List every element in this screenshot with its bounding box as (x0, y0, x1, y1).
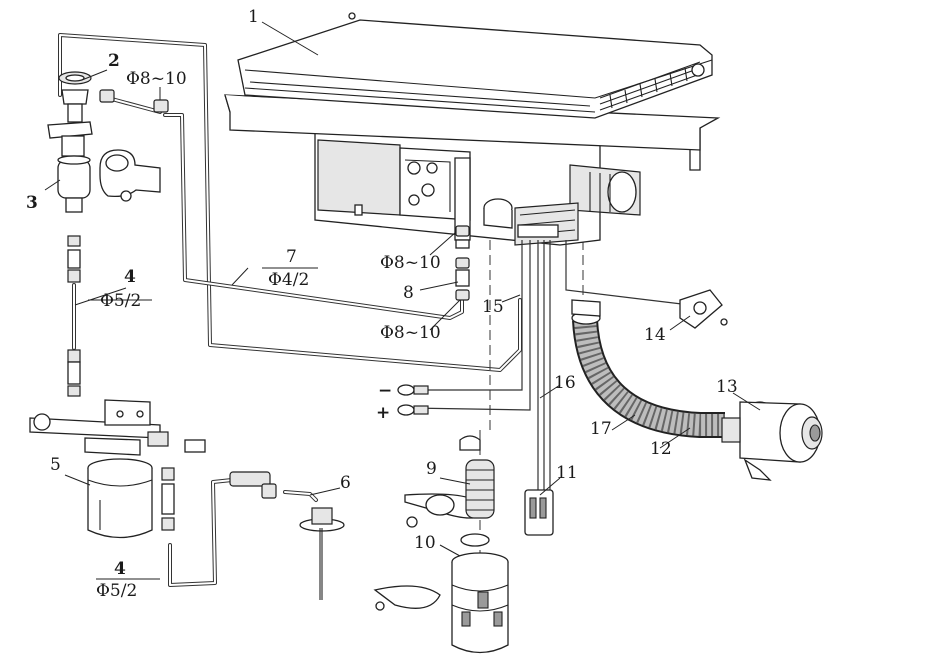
label-11: 11 (556, 463, 578, 483)
label-2-size: Φ8~10 (126, 69, 187, 89)
connector-plug (524, 489, 554, 536)
fuel-line-phi4 (163, 113, 464, 320)
label-10: 10 (414, 533, 436, 553)
label-12: 12 (650, 439, 672, 459)
label-plus: + (376, 403, 390, 423)
label-14: 14 (644, 325, 666, 345)
lower-clamp (373, 585, 441, 611)
label-9: 9 (426, 459, 437, 479)
label-2: 2 (108, 51, 120, 71)
label-8: 8 (403, 283, 414, 303)
label-3: 3 (26, 193, 38, 213)
fuel-line-long (58, 33, 522, 372)
label-4-upper: 4 (124, 267, 136, 287)
exhaust-hose (571, 299, 725, 438)
label-17: 17 (590, 419, 612, 439)
silencer (721, 401, 823, 481)
intake-clamps (404, 435, 495, 547)
label-4-lower-size: Φ5/2 (96, 581, 137, 601)
label-16: 16 (554, 373, 576, 393)
heater-unit (224, 12, 721, 246)
label-5: 5 (50, 455, 61, 475)
line-4-lower-fittings (161, 467, 277, 531)
label-15: 15 (482, 297, 504, 317)
vent-slots (599, 61, 701, 111)
part-labels: 1 2 Φ8~10 3 4 Φ5/2 5 4 Φ5/2 6 7 Φ4/2 Φ8~… (26, 7, 738, 601)
label-4-upper-size: Φ5/2 (100, 291, 141, 311)
label-6: 6 (340, 473, 351, 493)
label-8-size-bottom: Φ8~10 (380, 323, 441, 343)
label-13: 13 (716, 377, 738, 397)
label-8-size-top: Φ8~10 (380, 253, 441, 273)
sensor-bracket (679, 289, 728, 329)
fitting-clamps-8 (455, 225, 470, 301)
hose-phi8-top (99, 89, 169, 114)
fuel-filter-assembly (29, 399, 206, 539)
fuel-standpipe (299, 507, 345, 600)
fuel-pump-assembly (47, 71, 161, 397)
leader-lines (44, 21, 761, 557)
label-4-lower: 4 (114, 559, 126, 579)
label-7: 7 (286, 247, 297, 267)
fuel-line-lower (168, 478, 318, 587)
label-1: 1 (248, 7, 259, 27)
wire-harness (397, 240, 691, 490)
label-7-size: Φ4/2 (268, 270, 309, 290)
label-minus: − (378, 381, 392, 401)
intake-silencer (451, 552, 509, 654)
